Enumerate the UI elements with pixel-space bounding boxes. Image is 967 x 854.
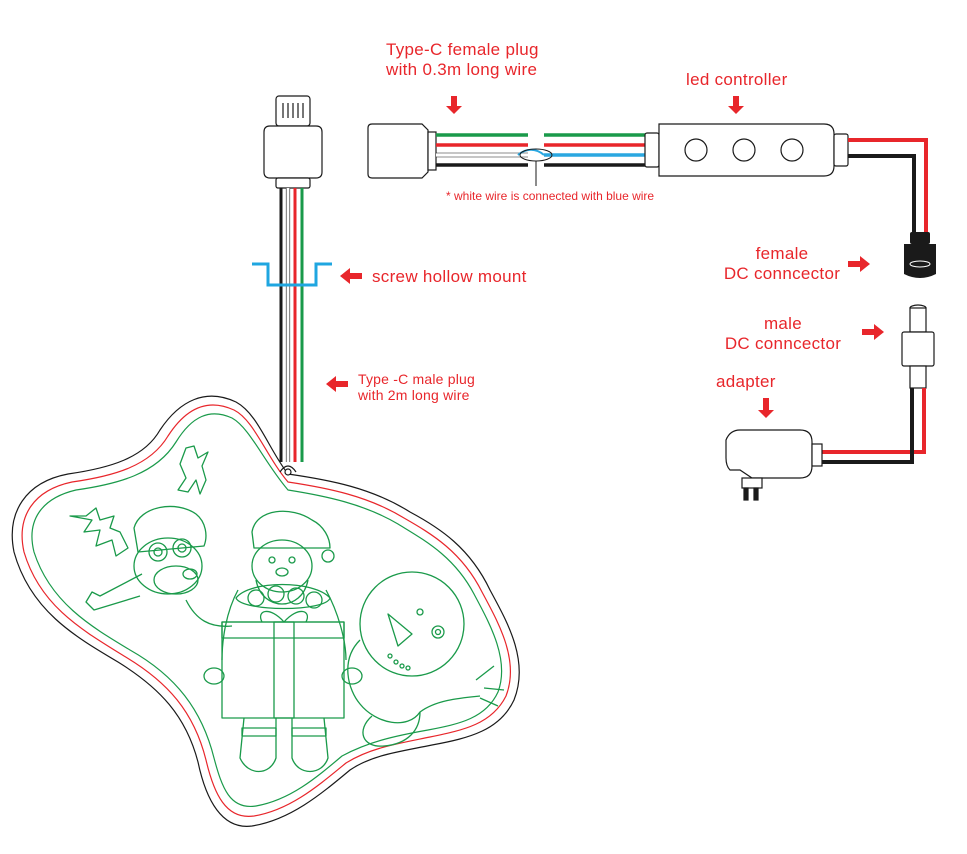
female-dc-label-line1: female [755,244,809,263]
arrow-icons [326,96,884,418]
adapter-label: adapter [716,372,776,391]
adapter-wire [820,388,926,464]
arrow-right-icon [862,324,884,340]
male-dc-connector [901,304,935,389]
female-dc-connector [904,232,936,278]
led-controller [644,123,849,177]
typec-female-label-line2: with 0.3m long wire [386,59,538,79]
male-dc-label-line2: DC conncector [724,333,842,353]
screw-hollow-mount [252,262,332,287]
female-plug-wire [436,133,645,186]
controller-output-wire [848,138,928,236]
acrylic-panel [11,395,520,827]
male-dc-label-line1: male [763,314,803,333]
arrow-down-icon [758,398,774,418]
arrow-right-icon [848,256,870,272]
power-adapter [725,429,823,501]
typec-female-label: Type-C female plug with 0.3m long wire [386,40,539,79]
arrow-left-icon [340,268,362,284]
arrow-left-icon [326,376,348,392]
christmas-lineart [69,445,505,773]
white-wire-note: * white wire is connected with blue wire [446,189,655,203]
male-plug-wire [279,188,304,462]
male-dc-label: male DC conncector [718,314,848,353]
typec-female-label-line1: Type-C female plug [386,40,539,59]
female-dc-label-line2: DC conncector [723,263,841,283]
female-dc-label: female DC conncector [722,244,842,283]
typec-male-label-line1: Type -C male plug [358,371,476,387]
typec-male-label: Type -C male plug with 2m long wire [358,371,475,403]
screw-mount-label: screw hollow mount [372,267,527,286]
arrow-down-icon [728,96,744,114]
typec-female-plug [367,123,437,179]
typec-male-label-line2: with 2m long wire [358,387,470,404]
typec-male-plug [263,95,323,189]
led-controller-label: led controller [686,70,788,89]
arrow-down-icon [446,96,462,114]
